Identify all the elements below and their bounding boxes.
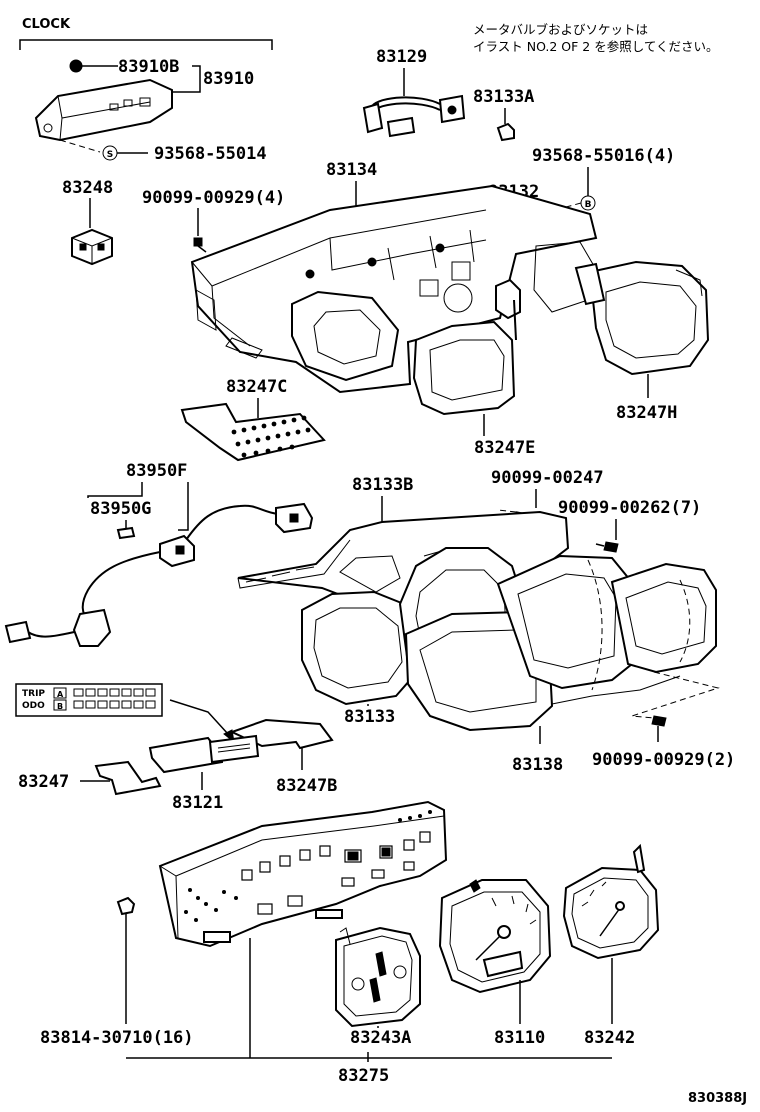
meter-hood-83138-drawing — [404, 554, 717, 732]
label-90099-00247: 90099-00247 — [491, 468, 604, 488]
label-83129: 83129 — [376, 47, 427, 67]
label-83138: 83138 — [512, 755, 563, 775]
label-83814-30710-16: 83814-30710(16) — [40, 1028, 194, 1048]
screw-90099-00929-2-drawing — [651, 715, 667, 727]
odometer-a-label: A — [57, 690, 64, 699]
meter-housing-83134-drawing — [190, 184, 598, 394]
clock-group-bracket — [19, 39, 273, 50]
clip-83133a-drawing — [496, 122, 515, 142]
leader-83950f-right — [178, 482, 189, 531]
gasket-83247-drawing — [94, 760, 162, 796]
gauge-83110-drawing — [438, 879, 552, 994]
figure-code: 830388J — [688, 1091, 747, 1106]
screw-00247-dashed — [497, 509, 517, 513]
odometer-arrow-line — [169, 699, 229, 735]
leader-83950f-left — [87, 482, 143, 498]
label-83275: 83275 — [338, 1066, 389, 1086]
label-83247: 83247 — [18, 772, 69, 792]
odometer-b-label: B — [57, 702, 63, 711]
label-83133b: 83133B — [352, 475, 413, 495]
label-83247h: 83247H — [616, 403, 677, 423]
label-83121: 83121 — [172, 793, 223, 813]
label-83134: 83134 — [326, 160, 377, 180]
label-83950f: 83950F — [126, 461, 187, 481]
clock-bulb-83910b-drawing — [69, 59, 83, 73]
leader-83910 — [166, 65, 201, 93]
odometer-display-panel — [15, 683, 163, 717]
meter-ring-83247h-drawing — [574, 260, 710, 376]
label-83133: 83133 — [344, 707, 395, 727]
gauge-83242-drawing — [562, 843, 660, 960]
label-83247b: 83247B — [276, 776, 337, 796]
label-90099-00929-4: 90099-00929(4) — [142, 188, 285, 208]
label-83133a: 83133A — [473, 87, 534, 107]
screw-90099-00262-drawing — [595, 541, 619, 553]
label-90099-00262-7: 90099-00262(7) — [558, 498, 701, 518]
label-93568-55014: 93568-55014 — [154, 144, 267, 164]
label-83248: 83248 — [62, 178, 113, 198]
symbol-b-text: B — [585, 200, 592, 210]
socket-83248-drawing — [71, 228, 113, 266]
clock-screw-dashed-line — [59, 139, 101, 153]
label-83247e: 83247E — [474, 438, 535, 458]
lcd-83121-drawing — [148, 734, 260, 774]
note-line-1: メータバルブおよびソケットは — [473, 22, 648, 37]
bulb-83950g-drawing — [116, 526, 136, 540]
bulb-83814-drawing — [116, 896, 136, 916]
label-93568-55016-4: 93568-55016(4) — [532, 146, 675, 166]
label-83242: 83242 — [584, 1028, 635, 1048]
circuit-board-83275-drawing — [158, 800, 448, 948]
wire-harness-83129-drawing — [362, 94, 466, 138]
label-83243a: 83243A — [350, 1028, 411, 1048]
label-83950g: 83950G — [90, 499, 151, 519]
note-line-2: イラスト NO.2 OF 2 を参照してください。 — [473, 39, 719, 54]
clock-83910-drawing — [34, 78, 173, 142]
gasket-83247c-drawing — [180, 402, 326, 462]
screw-90099-00929-drawing — [193, 237, 207, 253]
clock-group-label: CLOCK — [22, 17, 71, 32]
screw-00929-2-dashed — [631, 671, 720, 719]
gauge-83243a-drawing — [335, 926, 421, 1028]
odometer-odo-label: ODO — [22, 701, 45, 711]
symbol-s-text: S — [107, 150, 113, 160]
label-83910b: 83910B — [118, 57, 179, 77]
label-83110: 83110 — [494, 1028, 545, 1048]
wire-harness-83950f-drawing — [4, 502, 314, 647]
odometer-trip-label: TRIP — [22, 689, 45, 699]
meter-ring-83247e-drawing — [412, 278, 521, 416]
label-83910: 83910 — [203, 69, 254, 89]
label-83247c: 83247C — [226, 377, 287, 397]
label-90099-00929-2: 90099-00929(2) — [592, 750, 735, 770]
